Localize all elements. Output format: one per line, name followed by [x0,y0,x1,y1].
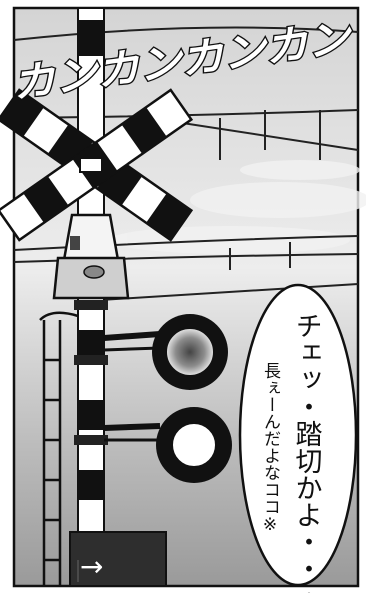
maintenance-ladder [39,311,79,586]
bubble-sub-line: 長ぇーんだよなココ※ [260,362,281,535]
speech-bubble: チェッ・踏切かよ・・・ 長ぇーんだよなココ※ [238,283,358,593]
direction-arrow-icon: → [80,550,103,583]
signal-lamp-upper [103,314,228,390]
bubble-main-line: チェッ・踏切かよ・・・ [291,312,323,593]
direction-sign: → [69,531,167,587]
warning-bell [52,213,130,300]
signal-lamp-lower [103,407,232,483]
crossbuck-sign [0,88,194,242]
